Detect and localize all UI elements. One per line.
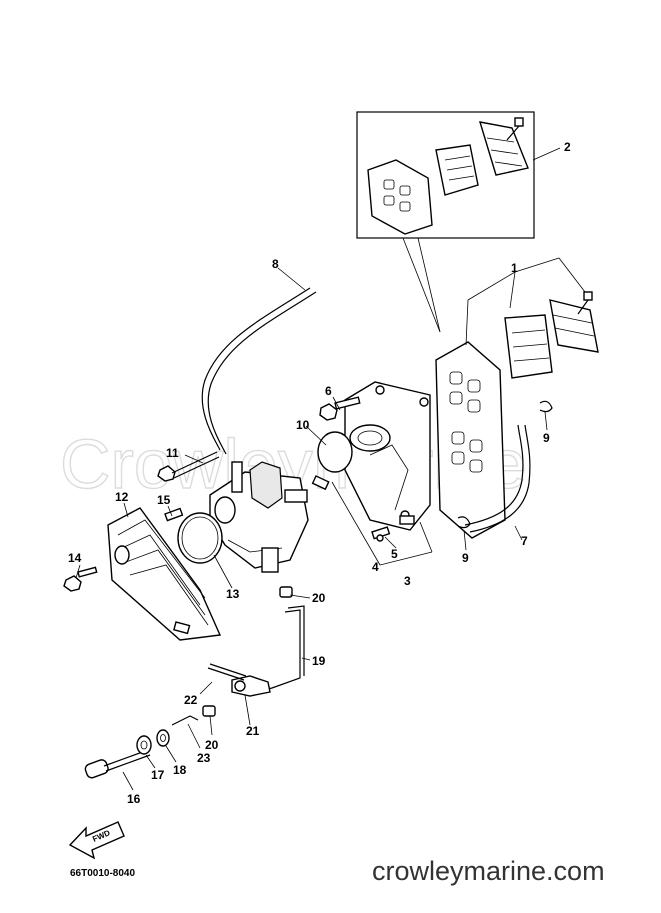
- inset-stopper: [478, 121, 529, 176]
- clip-9-upper: [539, 400, 553, 413]
- site-name: crowleymarine.com: [372, 856, 605, 886]
- leader-lines: [75, 147, 561, 791]
- carburetor-flange: [284, 489, 308, 503]
- callout-20-upper: 20: [312, 591, 326, 605]
- carburetor-lever: [231, 461, 243, 493]
- inset-reed: [435, 144, 479, 196]
- reed-valve-assembly: [435, 257, 599, 539]
- callout-1: 1: [511, 261, 518, 275]
- silencer-body: [107, 507, 222, 641]
- callout-13: 13: [226, 587, 240, 601]
- callout-19: 19: [312, 654, 326, 668]
- pin-15-icon: [164, 507, 184, 522]
- inset-frame: [356, 111, 535, 239]
- nut-20-lower: [202, 705, 216, 717]
- nut-20-upper: [279, 586, 293, 598]
- bolt-set-3-icon: [371, 526, 391, 542]
- callout-16: 16: [127, 792, 141, 806]
- washer-17: [136, 735, 152, 755]
- reed-bolt-icon: [583, 291, 593, 301]
- hose-7: [464, 424, 524, 526]
- intake-manifold: [344, 381, 431, 531]
- callout-21: 21: [246, 724, 260, 738]
- callout-7: 7: [521, 534, 528, 548]
- callout-22: 22: [184, 693, 198, 707]
- callout-2: 2: [564, 140, 571, 154]
- screw-14-icon: [63, 566, 98, 592]
- manifold-port: [349, 424, 391, 452]
- callout-8: 8: [272, 257, 279, 271]
- fwd-arrow-icon: FWD: [68, 821, 125, 860]
- reed-petal: [504, 314, 553, 379]
- inset-gasket: [367, 159, 433, 235]
- bolt-11-icon: [157, 451, 220, 482]
- callout-20-lower: 20: [205, 738, 219, 752]
- callout-11: 11: [166, 446, 179, 460]
- callout-5: 5: [391, 547, 398, 561]
- callout-18: 18: [173, 763, 187, 777]
- bolt-6-icon: [319, 396, 361, 421]
- manifold-body: [344, 381, 431, 531]
- callout-4: 4: [372, 560, 379, 574]
- choke-lever-21: [231, 675, 271, 697]
- callout-17: 17: [151, 768, 165, 782]
- carburetor: [209, 461, 309, 573]
- choke-knob-16: [84, 749, 151, 779]
- callout-12: 12: [115, 490, 129, 504]
- stud-bolt-icon: [311, 475, 330, 491]
- carburetor-top: [249, 461, 283, 509]
- callout-15: 15: [157, 493, 171, 507]
- silencer-hole: [114, 545, 130, 565]
- reed-stopper: [549, 299, 599, 353]
- nut-18: [156, 729, 170, 747]
- hose-8: [201, 287, 311, 451]
- manifold-fitting: [399, 515, 415, 525]
- link-rod-22: [207, 667, 245, 681]
- callout-10: 10: [296, 418, 310, 432]
- reed-valve-plate: [435, 341, 506, 539]
- intake-silencer: [107, 507, 222, 641]
- inset-detail-reed-valve: [356, 111, 535, 333]
- callout-labels: 1 2 3 4 5 6 7 8 9 9 10 11 12 13 14 15 16…: [68, 140, 571, 806]
- callout-9-upper: 9: [543, 431, 550, 445]
- gasket-10: [317, 431, 353, 473]
- callout-14: 14: [68, 551, 82, 565]
- callout-3: 3: [404, 574, 411, 588]
- inset-bolt-icon: [514, 117, 524, 127]
- carburetor-bowl: [261, 547, 279, 573]
- catalog-code: 66T0010-8040: [70, 868, 135, 879]
- rod-23: [171, 715, 199, 726]
- callout-6: 6: [325, 384, 332, 398]
- clip-9-lower: [457, 516, 471, 529]
- callout-23: 23: [197, 751, 211, 765]
- gasket-13: [177, 512, 223, 564]
- callout-9-lower: 9: [462, 551, 469, 565]
